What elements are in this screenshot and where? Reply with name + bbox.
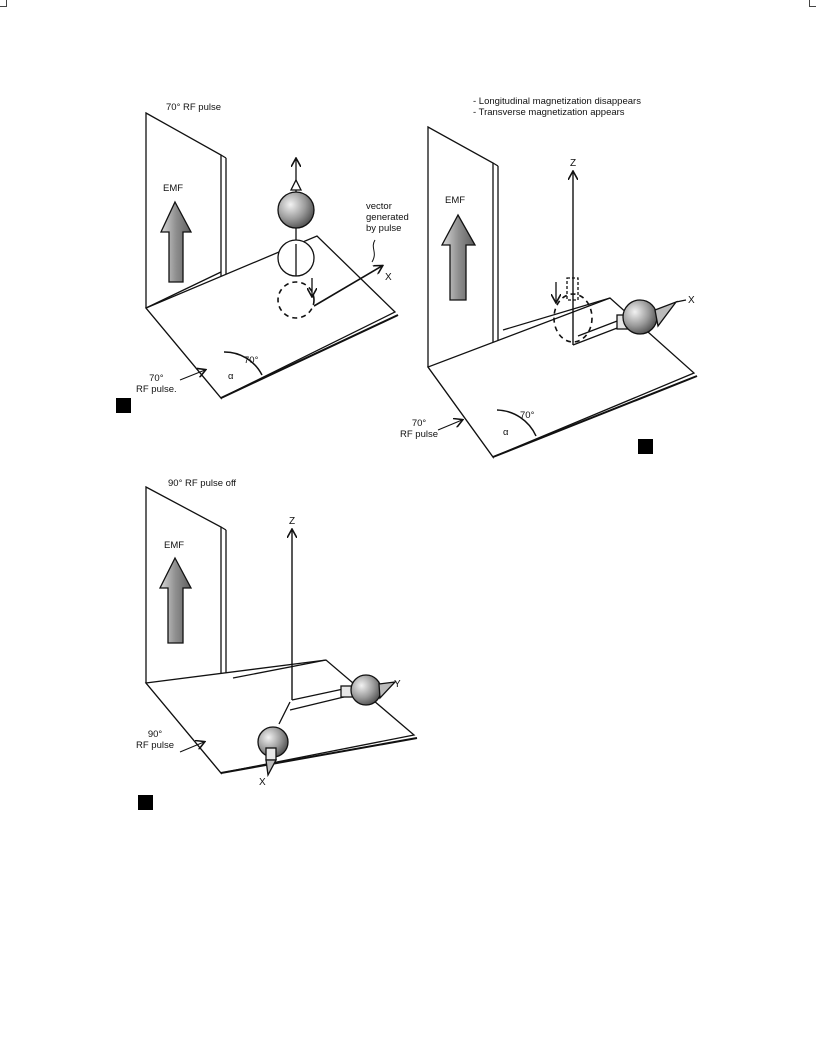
panel-a-pulse-label: 70° RF pulse. <box>136 373 177 396</box>
panel-c-x-axis-label: X <box>259 777 266 788</box>
panel-a-title: 70° RF pulse <box>166 102 222 113</box>
panel-a-sphere-dashed <box>277 281 315 319</box>
panel-c-pulse-label-line-1: 90° <box>147 729 163 740</box>
panel-b-emf-label: EMF <box>445 195 466 206</box>
panel-a-pulse-label-line-2: RF pulse. <box>136 383 177 395</box>
panel-a-x-axis-label: X <box>385 272 392 283</box>
corner-mark-top-right <box>809 0 816 7</box>
panel-b-pulse-label-line-2: RF pulse <box>400 428 439 440</box>
panel-c-pulse-label-line-2: RF pulse <box>136 739 175 751</box>
panel-c-pulse-label: 90° RF pulse <box>136 729 175 752</box>
panel-b-z-axis-label: Z <box>570 158 577 169</box>
panel-c-y-axis-label: Y <box>394 679 401 690</box>
panel-b-floor <box>426 297 696 458</box>
panel-b-drawing <box>426 125 698 460</box>
corner-mark-top-left <box>0 0 7 7</box>
panel-b-marker <box>638 439 653 454</box>
panel-c-marker <box>138 795 153 810</box>
panel-b-sphere-dashed <box>553 293 593 343</box>
panel-a-angle-label: 70° <box>244 355 259 366</box>
panel-b-angle-label: 70° <box>520 410 535 421</box>
panel-b-x-axis-label: X <box>688 295 695 306</box>
panel-b-note-1: - Longitudinal magnetization disappears <box>473 96 641 107</box>
panel-b-note-2: - Transverse magnetization appears <box>473 106 625 118</box>
panel-b-emf-arrow <box>440 213 477 301</box>
panel-c-sphere-y <box>350 674 382 706</box>
panel-a-marker <box>116 398 131 413</box>
panel-b-sphere-transverse <box>622 299 658 335</box>
panel-b-alpha-label: α <box>503 427 509 438</box>
panel-a-sphere-top <box>277 191 315 229</box>
panel-a-drawing <box>144 111 399 400</box>
panel-a-alpha-label: α <box>228 371 234 382</box>
panel-a-vector <box>313 266 382 307</box>
panel-a-vector-note: vector generated by pulse <box>366 201 409 235</box>
panel-b-pulse-label: 70° RF pulse <box>400 418 439 441</box>
panel-c-z-axis-label: Z <box>289 516 296 527</box>
panel-b-pulse-label-line-1: 70° <box>411 418 427 429</box>
panel-b-notes: - Longitudinal magnetization disappears … <box>473 96 641 119</box>
panel-a-vector-note-line-1: vector <box>366 201 392 212</box>
panel-a-vector-note-line-3: by pulse <box>366 222 402 234</box>
panel-a-emf-arrow <box>159 200 193 283</box>
panel-a-vector-note-line-2: generated <box>366 211 409 223</box>
panel-c-drawing <box>144 485 418 778</box>
panel-a-pulse-label-line-1: 70° <box>149 373 164 384</box>
panel-c-emf-arrow <box>158 556 193 644</box>
panel-a-emf-label: EMF <box>163 183 184 194</box>
panel-c-emf-label: EMF <box>164 540 185 551</box>
panel-c-title: 90° RF pulse off <box>168 478 237 489</box>
